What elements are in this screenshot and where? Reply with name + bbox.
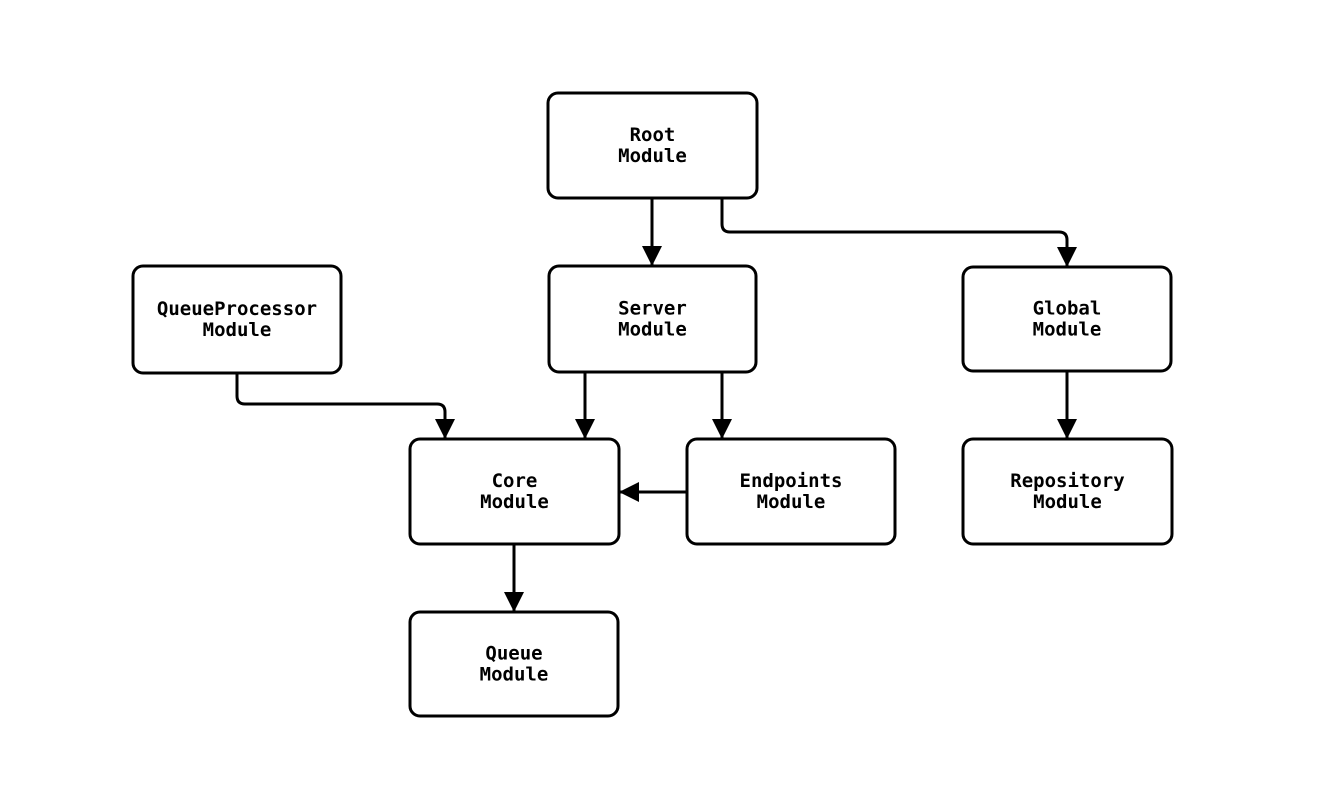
node-box (547, 264, 758, 374)
node-label-line: Module (1033, 491, 1102, 513)
node-label-line: Root (630, 124, 676, 146)
edge-root-to-global (720, 198, 1077, 267)
node-box (408, 437, 621, 546)
node-box (546, 91, 759, 200)
node-label-line: Module (203, 319, 272, 341)
node-label-line: Repository (1010, 470, 1124, 492)
edge-queueprocessor-to-core (235, 373, 455, 439)
node-label-line: Module (757, 491, 826, 513)
node-box (961, 437, 1174, 546)
node-label-line: Core (492, 470, 538, 492)
node-box (131, 264, 343, 375)
node-label-line: Global (1033, 298, 1102, 320)
node-label-line: Module (480, 491, 549, 513)
node-box (408, 610, 620, 718)
node-box (685, 437, 897, 546)
node-label-line: Module (618, 145, 687, 167)
node-label-line: Module (618, 319, 687, 341)
node-label-line: Queue (485, 643, 542, 665)
node-label-line: Endpoints (740, 470, 843, 492)
node-label-line: Server (618, 298, 687, 320)
node-box (961, 265, 1173, 373)
node-label-line: QueueProcessor (157, 298, 317, 320)
node-label-line: Module (1033, 319, 1102, 341)
node-label-line: Module (480, 664, 549, 686)
